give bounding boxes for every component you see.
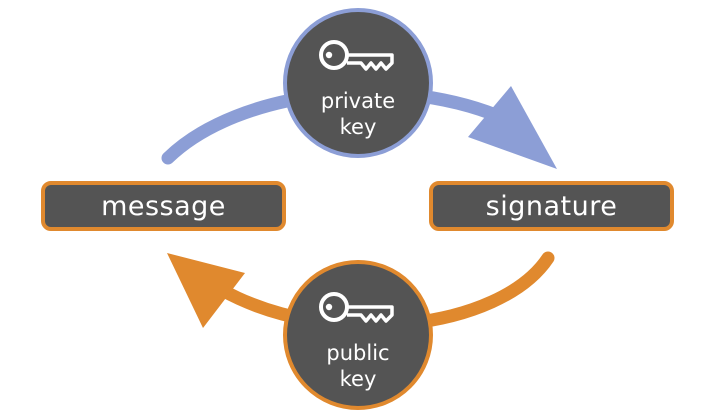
public-key-label-line2: key <box>339 367 377 391</box>
sign-arrowhead <box>468 86 557 169</box>
key-icon <box>319 40 394 71</box>
message-node: message <box>41 181 286 231</box>
signature-node: signature <box>429 181 674 231</box>
signature-label: signature <box>485 190 618 222</box>
private-key-label-line2: key <box>339 115 377 139</box>
verify-arrowhead <box>167 253 245 328</box>
public-key-node: public key <box>283 260 433 410</box>
message-label: message <box>101 190 226 222</box>
private-key-node: private key <box>283 8 433 158</box>
private-key-label-line1: private <box>320 89 396 113</box>
public-key-label-line1: public <box>326 341 390 365</box>
key-icon <box>319 292 394 323</box>
public-key-label: public key <box>287 340 429 392</box>
private-key-label: private key <box>287 88 429 140</box>
